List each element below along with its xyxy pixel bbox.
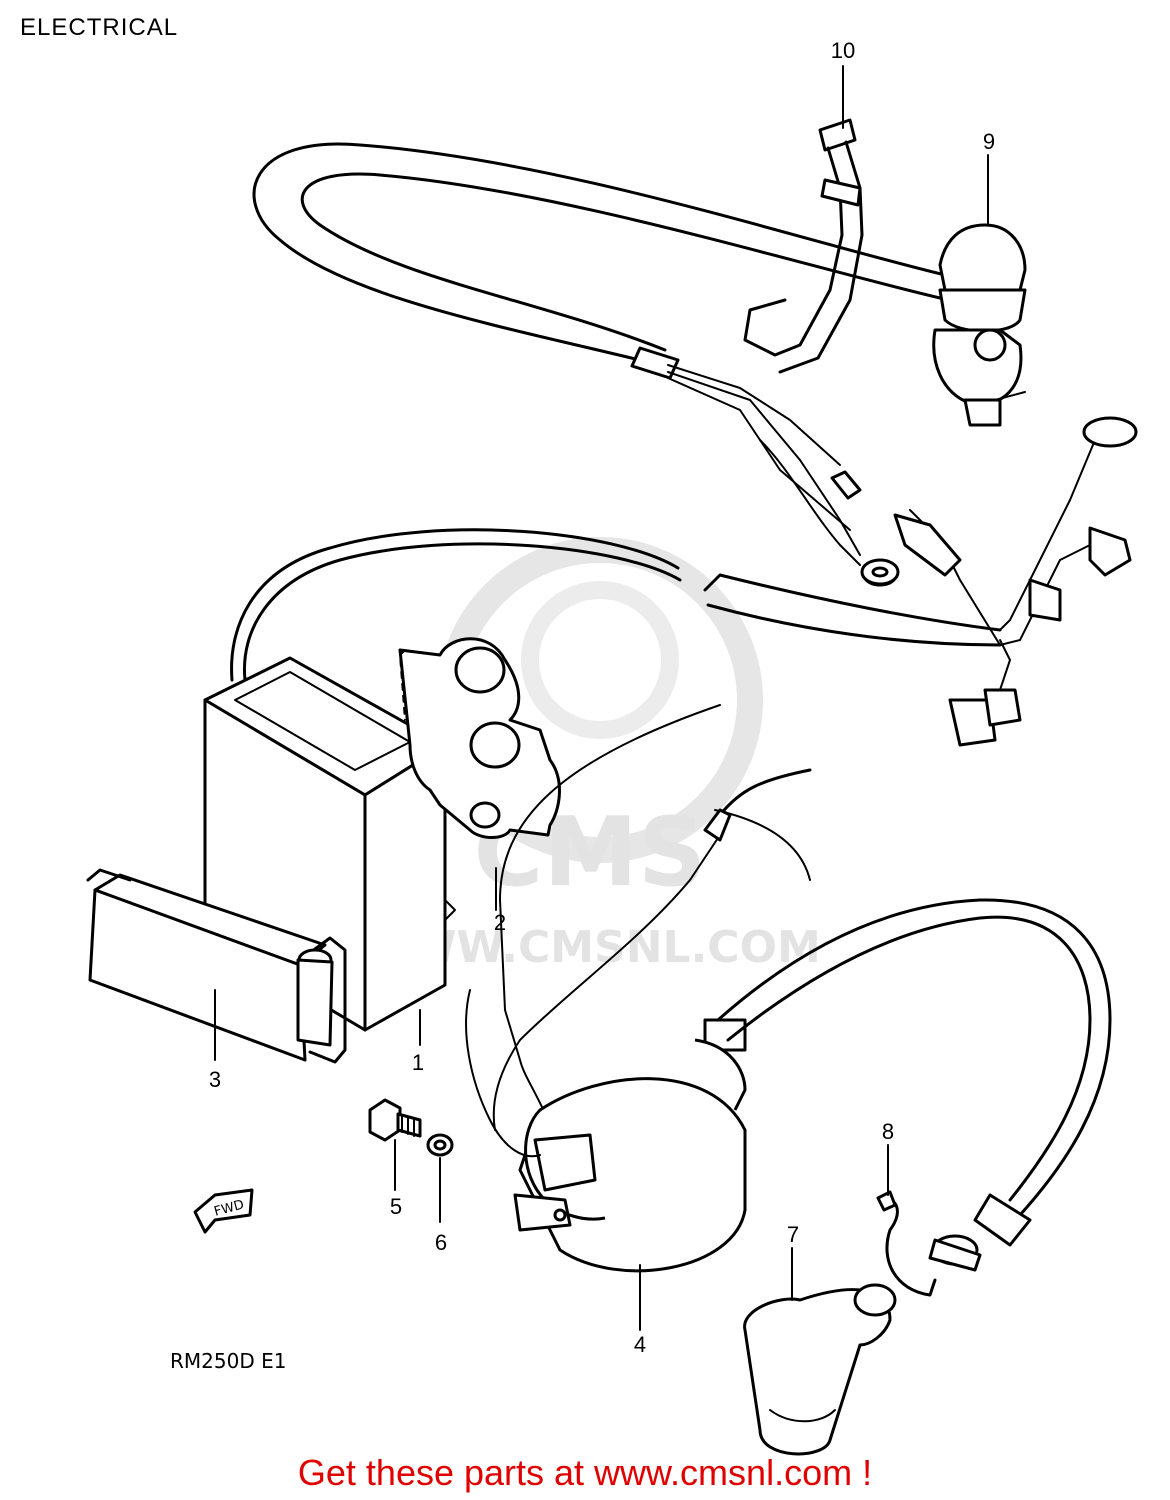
page-title: ELECTRICAL (20, 14, 179, 41)
callout-4: 4 (634, 1332, 646, 1357)
washer (426, 1133, 454, 1157)
main-harness (230, 416, 1138, 747)
wire-clamp (876, 1190, 937, 1297)
fwd-arrow: FWD (193, 1188, 254, 1234)
footer-cta-link[interactable]: Get these parts at www.cmsnl.com ! (297, 1452, 873, 1493)
callout-5: 5 (390, 1194, 402, 1219)
callout-1: 1 (412, 1050, 424, 1075)
leader-lines (214, 65, 989, 1331)
callout-10: 10 (831, 38, 855, 63)
bolt (368, 1098, 422, 1142)
rubber-band (86, 868, 347, 1064)
gasket-plate (398, 637, 561, 839)
ignition-coil (465, 704, 812, 1273)
plug-cap (743, 1283, 897, 1456)
strap-clip (743, 118, 864, 374)
engine-stop-switch (252, 142, 1027, 587)
callout-6: 6 (435, 1230, 447, 1255)
high-tension-lead (716, 898, 1112, 1272)
callout-9: 9 (983, 129, 995, 154)
callout-8: 8 (882, 1119, 894, 1144)
model-code: RM250D E1 (170, 1349, 286, 1373)
callout-7: 7 (787, 1222, 799, 1247)
ground-lead (759, 439, 900, 586)
callout-3: 3 (209, 1067, 221, 1092)
cdi-to-coil-wire (492, 808, 732, 1131)
callout-2: 2 (494, 910, 506, 935)
